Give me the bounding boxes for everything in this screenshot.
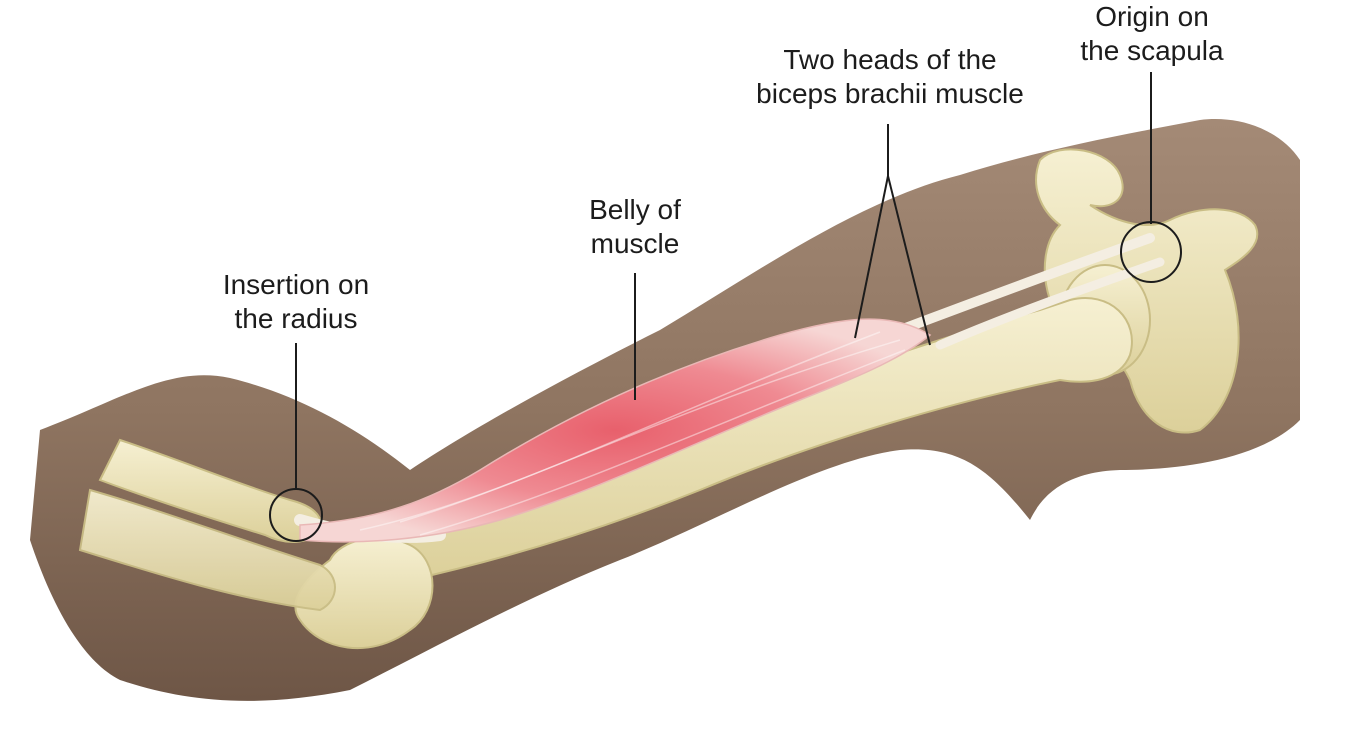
label-insertion-line1: Insertion on: [222, 269, 370, 300]
label-insertion-line2: the radius: [234, 303, 358, 334]
label-two-heads-line1: Two heads of the: [783, 44, 997, 75]
insertion-marker: [269, 488, 323, 542]
leader-lines: [269, 72, 1182, 542]
origin-marker: [1120, 221, 1182, 283]
label-belly-line2: muscle: [590, 228, 680, 259]
label-origin: Origin on the scapula: [1062, 0, 1242, 68]
muscle-fibers: [359, 331, 906, 536]
ulna: [78, 488, 336, 612]
label-belly-line1: Belly of: [589, 194, 681, 225]
biceps-belly: [299, 318, 932, 543]
label-belly: Belly of muscle: [560, 193, 710, 261]
label-origin-line1: Origin on: [1095, 1, 1209, 32]
label-two-heads: Two heads of the biceps brachii muscle: [725, 43, 1055, 111]
label-two-heads-line2: biceps brachii muscle: [756, 78, 1024, 109]
label-insertion: Insertion on the radius: [196, 268, 396, 336]
label-origin-line2: the scapula: [1080, 35, 1224, 66]
